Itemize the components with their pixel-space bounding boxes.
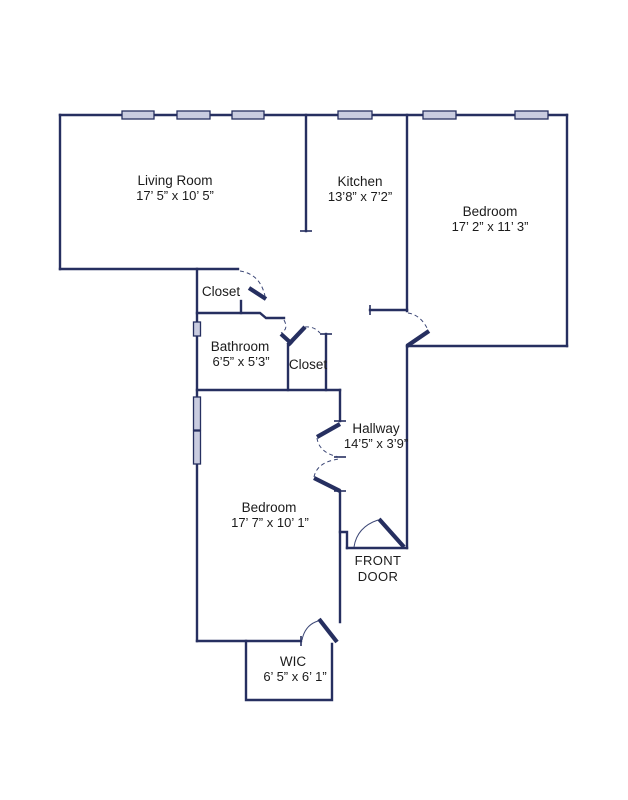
door-leaf	[317, 617, 339, 644]
room-label-bathroom: Bathroom	[211, 339, 270, 354]
window	[514, 110, 549, 120]
door-swing-arc	[353, 519, 379, 548]
window	[422, 110, 457, 120]
window	[192, 321, 202, 337]
room-dims-bedroom-1: 17’ 2” x 11’ 3”	[452, 219, 529, 234]
door-leaf	[286, 325, 307, 347]
window	[121, 110, 155, 120]
window	[176, 110, 211, 120]
room-label-kitchen: Kitchen	[337, 174, 382, 189]
room-label-closet-2: Closet	[289, 357, 328, 372]
door-swing-arc	[301, 620, 319, 641]
door-leaf	[247, 286, 268, 301]
door-leaf	[315, 422, 342, 439]
room-dims-wic: 6’ 5” x 6’ 1”	[263, 669, 326, 684]
front-door-label-line2: DOOR	[358, 569, 399, 584]
room-dims-bathroom: 6’5” x 5’3”	[212, 354, 269, 369]
room-label-living-room: Living Room	[137, 173, 212, 188]
doors	[239, 270, 431, 644]
door-swing-arc	[316, 437, 340, 458]
room-dims-bedroom-2: 17’ 7” x 10’ 1”	[231, 515, 309, 530]
room-dims-hallway: 14’5” x 3’9”	[344, 436, 408, 451]
room-label-bedroom-1: Bedroom	[463, 204, 518, 219]
window	[192, 396, 202, 431]
room-dims-living-room: 17’ 5” x 10’ 5”	[136, 188, 214, 203]
door-swing-arc	[407, 312, 429, 331]
wall-closet1-bottom	[195, 311, 286, 320]
door-swing-arc	[280, 319, 287, 334]
door-swing-arc	[304, 326, 321, 334]
windows	[121, 110, 549, 465]
door-leaf	[405, 329, 431, 348]
door-swing-arc	[313, 458, 340, 478]
door-swing-arc	[239, 270, 266, 297]
room-labels: Living Room 17’ 5” x 10’ 5” Kitchen 13’8…	[136, 173, 528, 684]
room-label-hallway: Hallway	[352, 421, 400, 436]
room-label-wic: WIC	[280, 654, 306, 669]
window	[337, 110, 373, 120]
window	[231, 110, 265, 120]
wall-front-alcove-step	[338, 530, 349, 550]
wall-wic-outline	[244, 639, 334, 702]
room-label-bedroom-2: Bedroom	[242, 500, 297, 515]
door-leaf	[377, 517, 406, 549]
front-door-label-line1: FRONT	[355, 553, 402, 568]
window	[192, 430, 202, 465]
room-dims-kitchen: 13’8” x 7’2”	[328, 189, 392, 204]
door-leaf	[313, 476, 341, 493]
room-label-closet-1: Closet	[202, 284, 241, 299]
wall-end-ticks	[300, 230, 371, 646]
